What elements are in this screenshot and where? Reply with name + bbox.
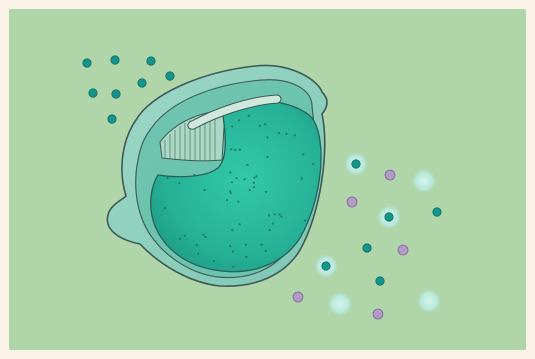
cytoplasm-dot [204, 236, 206, 238]
cytoplasm-dot [193, 174, 195, 176]
cytoplasm-dot [274, 213, 276, 215]
purple-particle [373, 309, 383, 319]
cytoplasm-dot [253, 186, 255, 188]
cytoplasm-dot [202, 234, 204, 236]
cytoplasm-dot [231, 125, 233, 127]
cytoplasm-dot [253, 182, 255, 184]
teal-particle [111, 56, 119, 64]
cytoplasm-dot [265, 191, 267, 193]
cytoplasm-dot [265, 250, 267, 252]
cytoplasm-dot [245, 256, 247, 258]
cytoplasm-dot [230, 148, 232, 150]
cytoplasm-dot [238, 119, 240, 121]
teal-particle [138, 79, 146, 87]
cytoplasm-dot [184, 235, 186, 237]
halo-bubble [412, 169, 436, 193]
cytoplasm-dot [246, 164, 248, 166]
cytoplasm-dot [167, 177, 169, 179]
teal-particle [147, 57, 155, 65]
cytoplasm-dot [279, 213, 281, 215]
cytoplasm-dot [266, 156, 268, 158]
cytoplasm-dot [197, 252, 199, 254]
cytoplasm-dot [246, 269, 248, 271]
cytoplasm-dot [268, 214, 270, 216]
cytoplasm-dot [234, 149, 236, 151]
cytoplasm-dot [266, 136, 268, 138]
cytoplasm-dot [178, 182, 180, 184]
teal-particle [352, 160, 360, 168]
cytoplasm-dot [179, 238, 181, 240]
cytoplasm-dot [229, 190, 231, 192]
cytoplasm-dot [229, 245, 231, 247]
cytoplasm-dot [223, 128, 225, 130]
teal-particle [433, 208, 441, 216]
teal-particle [83, 59, 91, 67]
cytoplasm-dot [164, 207, 166, 209]
cytoplasm-dot [249, 189, 251, 191]
cytoplasm-dot [269, 229, 271, 231]
cytoplasm-dot [248, 115, 250, 117]
cytoplasm-dot [232, 251, 234, 253]
cytoplasm-dot [280, 215, 282, 217]
cytoplasm-dot [196, 244, 198, 246]
purple-particle [347, 197, 357, 207]
cytoplasm-dot [301, 177, 303, 179]
cytoplasm-dot [235, 177, 237, 179]
cytoplasm-dot [239, 223, 241, 225]
cytoplasm-dot [204, 189, 206, 191]
cytoplasm-dot [294, 134, 296, 136]
cytoplasm-dot [278, 132, 280, 134]
cytoplasm-dot [231, 229, 233, 231]
teal-particle [376, 277, 384, 285]
cytoplasm-dot [312, 163, 314, 165]
cytoplasm-dot [243, 178, 245, 180]
purple-particle [398, 245, 408, 255]
cytoplasm-dot [261, 244, 263, 246]
teal-particle [322, 262, 330, 270]
teal-particle [385, 213, 393, 221]
purple-particle [293, 292, 303, 302]
cytoplasm-dot [285, 133, 287, 135]
cytoplasm-dot [302, 153, 304, 155]
halo-bubble [328, 292, 352, 316]
cytoplasm-dot [237, 201, 239, 203]
cytoplasm-dot [245, 244, 247, 246]
cytoplasm-dot [231, 181, 233, 183]
cytoplasm-dot [226, 199, 228, 201]
cytoplasm-dot [213, 260, 215, 262]
purple-particle [385, 170, 395, 180]
cytoplasm-dot [239, 149, 241, 151]
cytoplasm-dot [304, 219, 306, 221]
cytoplasm-dot [255, 175, 257, 177]
cytoplasm-dot [253, 177, 255, 179]
cytoplasm-dot [264, 123, 266, 125]
teal-particle [89, 89, 97, 97]
cytoplasm-dot [229, 171, 231, 173]
teal-particle [363, 244, 371, 252]
teal-particle [108, 115, 116, 123]
cytoplasm-dot [259, 125, 261, 127]
halo-bubble [417, 289, 441, 313]
cytoplasm-dot [272, 223, 274, 225]
cytoplasm-dot [232, 266, 234, 268]
teal-particle [112, 90, 120, 98]
teal-particle [166, 72, 174, 80]
